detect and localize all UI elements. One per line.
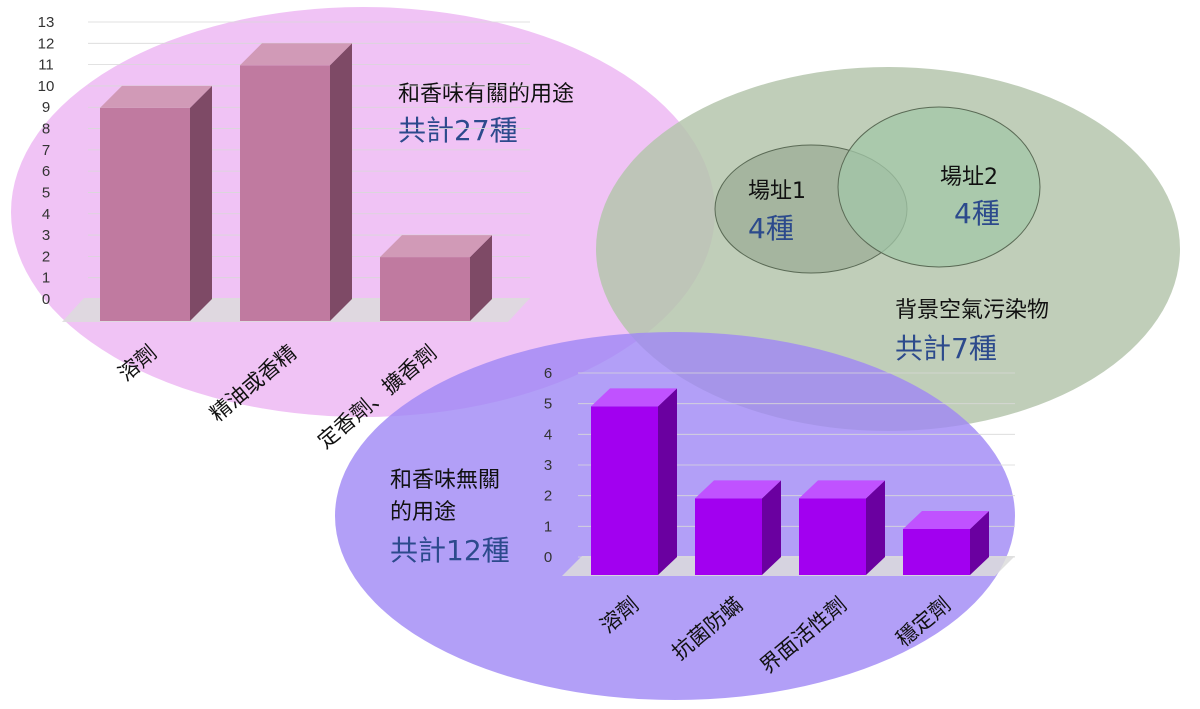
bar-front [100, 107, 190, 321]
site1-count: 4種 [748, 212, 794, 245]
y-tick-label: 12 [38, 35, 55, 52]
y-tick-label: 13 [38, 14, 55, 31]
bar-side [330, 43, 352, 322]
bar-top [380, 235, 492, 258]
bar-side [762, 480, 781, 575]
bar-side [970, 511, 989, 575]
y-tick-label: 11 [38, 57, 54, 74]
site1-label: 場址1 [748, 179, 806, 204]
y-tick-label: 7 [42, 142, 50, 159]
y-tick-label: 9 [42, 99, 50, 116]
bar [695, 480, 781, 575]
y-tick-label: 4 [42, 206, 50, 223]
bar-side [658, 388, 677, 575]
y-tick-label: 3 [42, 227, 50, 244]
bar [799, 480, 885, 575]
bar-side [190, 85, 212, 321]
y-tick-label: 4 [544, 426, 552, 443]
background-pollutants-label: 背景空氣污染物 [895, 298, 1049, 323]
site2-count: 4種 [954, 197, 1000, 230]
y-tick-label: 0 [42, 291, 50, 308]
bar-front [240, 65, 330, 321]
y-tick-label: 1 [544, 518, 552, 535]
bar-front [799, 498, 866, 575]
y-tick-label: 0 [544, 549, 552, 566]
y-tick-label: 6 [42, 163, 50, 180]
fragrance-uses-total: 共計27種 [398, 114, 518, 147]
non-fragrance-uses-total: 共計12種 [390, 534, 510, 567]
non-fragrance-uses-label-line2: 的用途 [390, 500, 456, 525]
bar-side [470, 235, 492, 321]
chart-floor [562, 556, 1015, 576]
bar-top [591, 388, 677, 407]
y-tick-label: 10 [38, 78, 55, 95]
y-tick-label: 8 [42, 121, 50, 138]
bar-front [695, 498, 762, 575]
bar-front [591, 406, 658, 575]
fragrance-bar-chart: 012345678910111213溶劑精油或香精定香劑、擴香劑 [38, 14, 530, 453]
bar-top [100, 85, 212, 108]
bar [591, 388, 677, 575]
y-tick-label: 5 [544, 396, 552, 413]
bar [100, 85, 212, 321]
non-fragrance-uses-label-line1: 和香味無關 [390, 468, 500, 493]
y-tick-label: 3 [544, 457, 552, 474]
y-tick-label: 5 [42, 184, 50, 201]
site2-circle [837, 106, 1041, 268]
y-tick-label: 1 [42, 270, 50, 287]
y-tick-label: 2 [544, 488, 552, 505]
bar [380, 235, 492, 321]
bar-side [866, 480, 885, 575]
bar [240, 43, 352, 322]
bar [903, 511, 989, 575]
bar-front [380, 257, 470, 321]
y-tick-label: 2 [42, 248, 50, 265]
bar-top [695, 480, 781, 499]
bar-top [903, 511, 989, 529]
bar-top [799, 480, 885, 499]
y-tick-label: 6 [544, 365, 552, 382]
background-pollutants-total: 共計7種 [895, 332, 997, 365]
bar-front [903, 529, 970, 575]
bar-top [240, 43, 352, 66]
site2-label: 場址2 [940, 165, 998, 190]
